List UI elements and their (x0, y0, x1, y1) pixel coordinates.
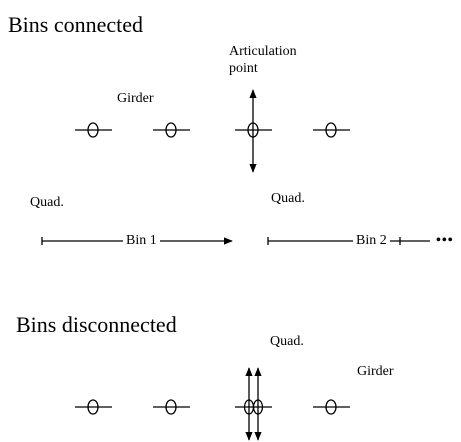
articulation-label-line1: Articulation (229, 44, 297, 59)
disconnected-title: Bins disconnected (16, 312, 177, 337)
bin-2-line (267, 237, 430, 245)
disconnected-element-4 (313, 399, 350, 415)
element-2 (153, 122, 190, 138)
connected-title: Bins connected (8, 12, 144, 37)
disconnected-element-1 (75, 399, 112, 415)
element-1 (75, 122, 112, 138)
bin-2-label: Bin 2 (353, 234, 390, 248)
disconnected-split-element (235, 367, 272, 441)
disconnected-element-2 (153, 399, 190, 415)
girder-label: Girder (117, 91, 154, 106)
quad-left-label: Quad. (30, 195, 64, 210)
articulation-point-element (235, 89, 272, 173)
bin-1-label: Bin 1 (123, 234, 160, 248)
quad-right-label: Quad. (271, 191, 305, 206)
element-4 (313, 122, 350, 138)
ellipsis-indicator: ••• (436, 233, 454, 248)
articulation-label-line2: point (229, 61, 258, 76)
disconnected-girder-label: Girder (357, 364, 394, 379)
disconnected-quad-label: Quad. (270, 334, 304, 349)
